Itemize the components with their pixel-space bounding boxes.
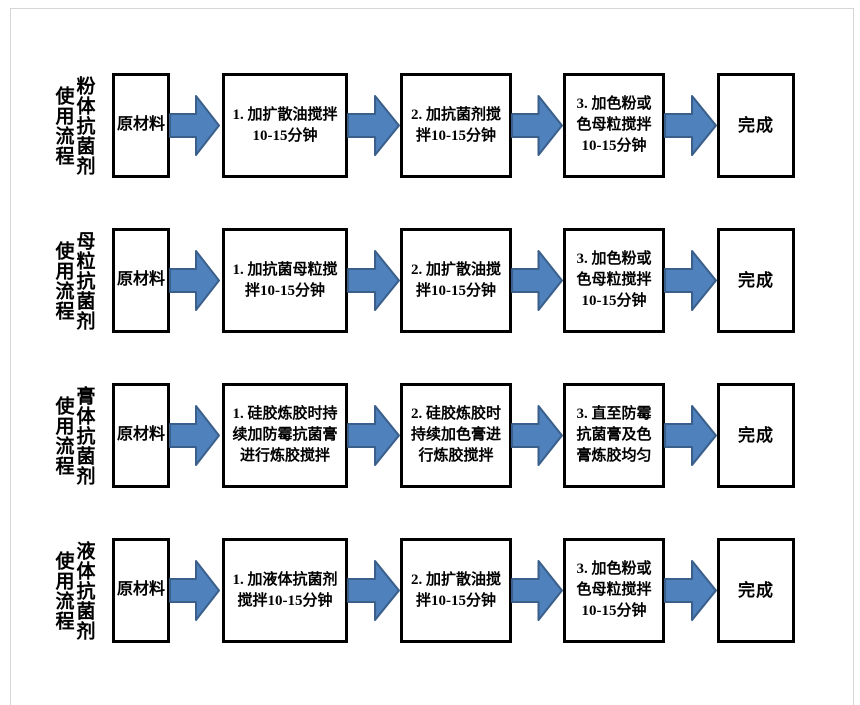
step3-box: 3. 加色粉或 色母粒搅拌 10-15分钟: [563, 228, 665, 333]
row-label-powder: 粉体抗菌剂 使用流程: [42, 73, 104, 178]
step1-box: 1. 加扩散油搅拌 10-15分钟: [222, 73, 348, 178]
row-label-type: 母粒抗菌剂: [73, 230, 95, 331]
arrow-right-shape: [347, 560, 400, 621]
step1-box: 1. 硅胶炼胶时持 续加防霉抗菌膏 进行炼胶搅拌: [222, 383, 348, 488]
arrow-right-shape: [664, 560, 717, 621]
flow-arrow-icon: [664, 94, 718, 157]
flow-arrow-icon: [169, 94, 221, 157]
row-label-suffix: 使用流程: [52, 85, 74, 166]
arrow-right-shape: [664, 405, 717, 466]
flow-arrow-icon: [511, 94, 564, 157]
row-label-type: 膏体抗菌剂: [73, 385, 95, 486]
flow-arrow-icon: [347, 94, 401, 157]
raw-material-box: 原材料: [112, 538, 170, 643]
arrow-right-shape: [347, 250, 400, 311]
row-label-suffix: 使用流程: [52, 240, 74, 321]
flow-arrow-icon: [347, 249, 401, 312]
step2-box: 2. 硅胶炼胶时 持续加色膏进 行炼胶搅拌: [400, 383, 512, 488]
arrow-right-shape: [511, 95, 563, 156]
flow-arrow-icon: [169, 249, 221, 312]
arrow-right-shape: [169, 405, 220, 466]
raw-material-box: 原材料: [112, 228, 170, 333]
step1-box: 1. 加抗菌母粒搅 拌10-15分钟: [222, 228, 348, 333]
flow-arrow-icon: [664, 249, 718, 312]
flow-arrow-icon: [511, 249, 564, 312]
complete-box: 完成: [717, 538, 795, 643]
arrow-right-shape: [511, 405, 563, 466]
flow-row-paste: 膏体抗菌剂 使用流程 原材料 1. 硅胶炼胶时持 续加防霉抗菌膏 进行炼胶搅拌 …: [0, 383, 860, 488]
arrow-right-shape: [511, 250, 563, 311]
flow-arrow-icon: [511, 404, 564, 467]
arrow-right-shape: [664, 95, 717, 156]
flow-row-powder: 粉体抗菌剂 使用流程 原材料 1. 加扩散油搅拌 10-15分钟 2. 加抗菌剂…: [0, 73, 860, 178]
row-label-liquid: 液体抗菌剂 使用流程: [42, 538, 104, 643]
row-label-paste: 膏体抗菌剂 使用流程: [42, 383, 104, 488]
step3-box: 3. 直至防霉 抗菌膏及色 膏炼胶均匀: [563, 383, 665, 488]
flow-arrow-icon: [169, 404, 221, 467]
flow-arrow-icon: [664, 404, 718, 467]
complete-box: 完成: [717, 228, 795, 333]
raw-material-box: 原材料: [112, 73, 170, 178]
flow-row-liquid: 液体抗菌剂 使用流程 原材料 1. 加液体抗菌剂 搅拌10-15分钟 2. 加扩…: [0, 538, 860, 643]
row-label-suffix: 使用流程: [52, 550, 74, 631]
row-label-type: 液体抗菌剂: [73, 540, 95, 641]
step1-box: 1. 加液体抗菌剂 搅拌10-15分钟: [222, 538, 348, 643]
arrow-right-shape: [169, 250, 220, 311]
arrow-right-shape: [664, 250, 717, 311]
flow-row-masterbatch: 母粒抗菌剂 使用流程 原材料 1. 加抗菌母粒搅 拌10-15分钟 2. 加扩散…: [0, 228, 860, 333]
flow-arrow-icon: [664, 559, 718, 622]
step2-box: 2. 加扩散油搅 拌10-15分钟: [400, 228, 512, 333]
flow-arrow-icon: [347, 559, 401, 622]
arrow-right-shape: [347, 95, 400, 156]
raw-material-box: 原材料: [112, 383, 170, 488]
flow-arrow-icon: [347, 404, 401, 467]
arrow-right-shape: [169, 560, 220, 621]
step3-box: 3. 加色粉或 色母粒搅拌 10-15分钟: [563, 538, 665, 643]
complete-box: 完成: [717, 383, 795, 488]
step2-box: 2. 加抗菌剂搅 拌10-15分钟: [400, 73, 512, 178]
flow-arrow-icon: [511, 559, 564, 622]
step2-box: 2. 加扩散油搅 拌10-15分钟: [400, 538, 512, 643]
row-label-type: 粉体抗菌剂: [73, 75, 95, 176]
step3-box: 3. 加色粉或 色母粒搅拌 10-15分钟: [563, 73, 665, 178]
arrow-right-shape: [347, 405, 400, 466]
arrow-right-shape: [169, 95, 220, 156]
row-label-masterbatch: 母粒抗菌剂 使用流程: [42, 228, 104, 333]
arrow-right-shape: [511, 560, 563, 621]
complete-box: 完成: [717, 73, 795, 178]
row-label-suffix: 使用流程: [52, 395, 74, 476]
flow-arrow-icon: [169, 559, 221, 622]
